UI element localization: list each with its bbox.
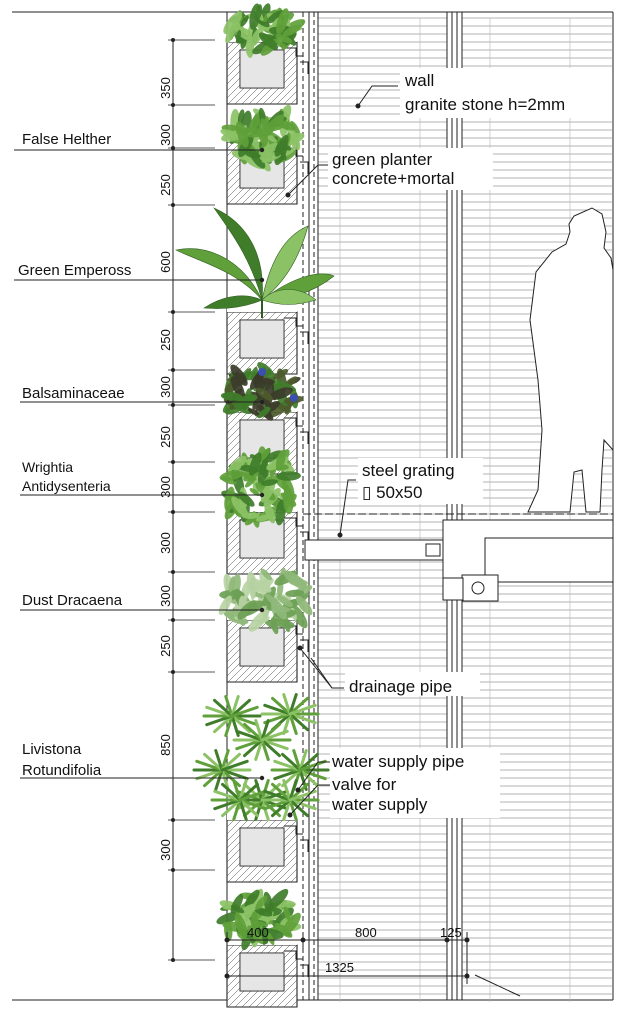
vdim-9: 300 (158, 532, 173, 554)
vdim-13: 300 (158, 839, 173, 861)
leader-dot (259, 775, 265, 781)
steel-grating-detail (303, 513, 614, 602)
leader-dot (259, 399, 265, 405)
annotation-granite-stone: granite stone h=2mm (405, 95, 565, 114)
plant-label-leaders (14, 147, 265, 781)
annotation-water-supply-pipe: water supply pipe (331, 752, 464, 771)
plants (175, 3, 335, 951)
dim-node (171, 670, 175, 674)
vdim-5: 250 (158, 329, 173, 351)
dim-node (171, 460, 175, 464)
dim-node (171, 510, 175, 514)
hdim-800: 800 (355, 925, 377, 940)
vdim-10: 300 (158, 585, 173, 607)
annotation-steel-grating: steel grating (362, 461, 455, 480)
leader-dot (259, 492, 265, 498)
plant-label-false-helther: False Helther (22, 131, 111, 148)
hdim-1325: 1325 (325, 960, 354, 975)
dim-node (171, 368, 175, 372)
dim-node (171, 868, 175, 872)
planter-box (226, 810, 309, 883)
dim-node (171, 310, 175, 314)
plant-top (223, 3, 306, 58)
plant-livistona (192, 693, 330, 821)
hdim-125: 125 (440, 925, 462, 940)
dim-node (171, 203, 175, 207)
plant-label-dust-dracaena: Dust Dracaena (22, 592, 123, 609)
plant-dust-dracaena (218, 567, 313, 635)
annotation-green-planter: green planter (332, 150, 433, 169)
plant-bottom (216, 888, 302, 951)
dim-node (171, 38, 175, 42)
vdim-4: 600 (158, 251, 173, 273)
plant-labels: False Helther Green Empeross Balsaminace… (18, 131, 131, 779)
leader-dot (259, 147, 265, 153)
annotation-valve-for: valve for (332, 775, 397, 794)
vertical-dimension-line (168, 38, 215, 962)
planter-box (226, 32, 309, 105)
plant-label-green-empeross: Green Empeross (18, 262, 131, 279)
flower (258, 368, 266, 376)
vdim-8: 300 (158, 476, 173, 498)
horizontal-dimension-labels: 400 800 125 1325 (247, 925, 462, 975)
plant-label-livistona: Livistona (22, 741, 82, 758)
vertical-dimension-labels: 350 300 250 600 250 300 250 300 300 300 … (158, 77, 173, 861)
annotation-drainage-pipe: drainage pipe (349, 677, 452, 696)
vdim-3: 250 (158, 174, 173, 196)
plant-label-wrightia: Wrightia (22, 459, 73, 475)
vdim-12: 850 (158, 734, 173, 756)
plant-label-antidysenteria: Antidysenteria (22, 478, 111, 494)
dim-node (171, 958, 175, 962)
plant-green-empeross (175, 207, 335, 318)
dim-node (171, 618, 175, 622)
planter-box (226, 935, 309, 1008)
leader-dot (259, 607, 265, 613)
vdim-6: 300 (158, 376, 173, 398)
annotations: wall granite stone h=2mm green planter c… (331, 71, 565, 814)
dim-node (171, 146, 175, 150)
hdim-400: 400 (247, 925, 269, 940)
vdim-1: 350 (158, 77, 173, 99)
dim-node (171, 403, 175, 407)
vdim-2: 300 (158, 124, 173, 146)
annotation-leaders (285, 85, 398, 818)
annotation-grating-size: ▯ 50x50 (362, 483, 422, 502)
annotation-concrete-mortal: concrete+mortal (332, 169, 454, 188)
dim-node (171, 818, 175, 822)
plant-label-rotundifolia: Rotundifolia (22, 762, 102, 779)
vdim-11: 250 (158, 635, 173, 657)
planter-box (226, 502, 309, 575)
plant-balsaminaceae (220, 362, 304, 421)
vdim-7: 250 (158, 426, 173, 448)
plant-false-helther (220, 104, 305, 172)
human-silhouette (527, 207, 614, 513)
annotation-backgrounds (328, 68, 612, 818)
horizontal-dimensions (224, 932, 521, 997)
flower (290, 394, 298, 402)
leader-dot (259, 277, 265, 283)
plant-label-balsaminaceae: Balsaminaceae (22, 385, 125, 402)
annotation-water-supply: water supply (331, 795, 428, 814)
dim-node (171, 570, 175, 574)
dim-node (171, 103, 175, 107)
annotation-wall: wall (404, 71, 434, 90)
